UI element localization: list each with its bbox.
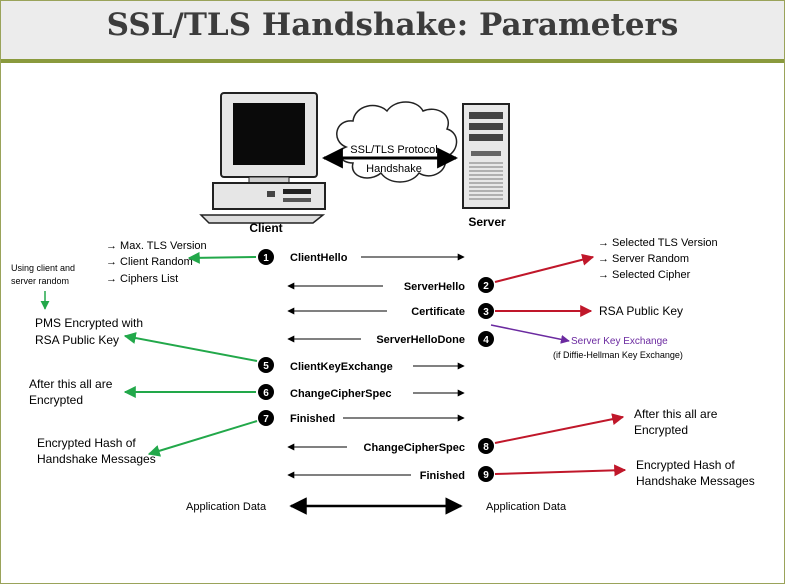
msg-5-label: ClientKeyExchange: [290, 361, 393, 373]
msg-2-label: ServerHello: [404, 281, 465, 293]
server-hello-note-3: → Selected Cipher: [598, 269, 691, 281]
msg-3-badge: [478, 303, 494, 319]
slide-title: SSL/TLS Handshake: Parameters: [106, 7, 679, 43]
pms-note-1: PMS Encrypted with: [35, 316, 143, 330]
cloud-line-1: SSL/TLS Protocol: [350, 144, 437, 156]
msg-9-number: 9: [483, 470, 489, 481]
msg-4-number: 4: [483, 335, 489, 346]
client-label: Client: [249, 221, 282, 235]
random-note-2: server random: [11, 276, 69, 286]
msg-1-badge: [258, 249, 274, 265]
msg-8-number: 8: [483, 442, 489, 453]
encrypted-right-1: After this all are: [634, 407, 718, 421]
server-hello-note-2: → Server Random: [598, 253, 689, 265]
encrypted-right-2: Encrypted: [634, 423, 688, 437]
green-arrow-7: [147, 420, 258, 457]
msg-4-label: ServerHelloDone: [376, 334, 465, 346]
hash-right-1: Encrypted Hash of: [636, 458, 735, 472]
msg-7-badge: [258, 410, 274, 426]
client-hello-note-1: → Max. TLS Version: [106, 240, 207, 252]
msg-5-badge: [258, 357, 274, 373]
ske-note: Server Key Exchange: [571, 336, 668, 347]
ske-condition-note: (if Diffie-Hellman Key Exchange): [553, 350, 683, 360]
encrypted-left-2: Encrypted: [29, 393, 83, 407]
msg-6-number: 6: [263, 388, 269, 399]
client-hello-note-2: → Client Random: [106, 256, 193, 268]
msg-8-label: ChangeCipherSpec: [364, 442, 465, 454]
msg-7-number: 7: [263, 414, 269, 425]
app-data-left: Application Data: [186, 501, 267, 513]
red-arrow-8: [494, 413, 625, 444]
msg-1-number: 1: [263, 253, 269, 264]
msg-5-number: 5: [263, 361, 269, 372]
msg-7-label: Finished: [290, 413, 335, 425]
hash-left-2: Handshake Messages: [37, 452, 156, 466]
server-hello-note-1: → Selected TLS Version: [598, 237, 718, 249]
msg-8-badge: [478, 438, 494, 454]
msg-3-label: Certificate: [411, 306, 465, 318]
purple-arrow-4: [490, 324, 570, 344]
red-arrow-2: [494, 253, 595, 283]
cloud-line-2: Handshake: [366, 163, 422, 175]
encrypted-left-1: After this all are: [29, 377, 113, 391]
random-note-1: Using client and: [11, 263, 75, 273]
app-data-right: Application Data: [486, 501, 567, 513]
msg-9-label: Finished: [420, 470, 465, 482]
msg-2-number: 2: [483, 281, 489, 292]
server-label: Server: [468, 215, 506, 229]
msg-6-label: ChangeCipherSpec: [290, 388, 391, 400]
red-arrow-9: [494, 464, 627, 477]
client-hello-note-3: → Ciphers List: [106, 273, 178, 285]
msg-1-label: ClientHello: [290, 252, 348, 264]
msg-9-badge: [478, 466, 494, 482]
hash-left-1: Encrypted Hash of: [37, 436, 136, 450]
pms-note-2: RSA Public Key: [35, 333, 119, 347]
msg-6-badge: [258, 384, 274, 400]
green-arrow-1: [187, 251, 257, 264]
msg-3-number: 3: [483, 307, 489, 318]
rsa-key-note: RSA Public Key: [599, 304, 683, 318]
msg-2-badge: [478, 277, 494, 293]
client-computer-icon: [199, 92, 326, 224]
server-icon: [462, 103, 510, 209]
hash-right-2: Handshake Messages: [636, 474, 755, 488]
msg-4-badge: [478, 331, 494, 347]
green-arrow-5: [123, 332, 258, 362]
title-bar: SSL/TLS Handshake: Parameters: [1, 1, 784, 63]
